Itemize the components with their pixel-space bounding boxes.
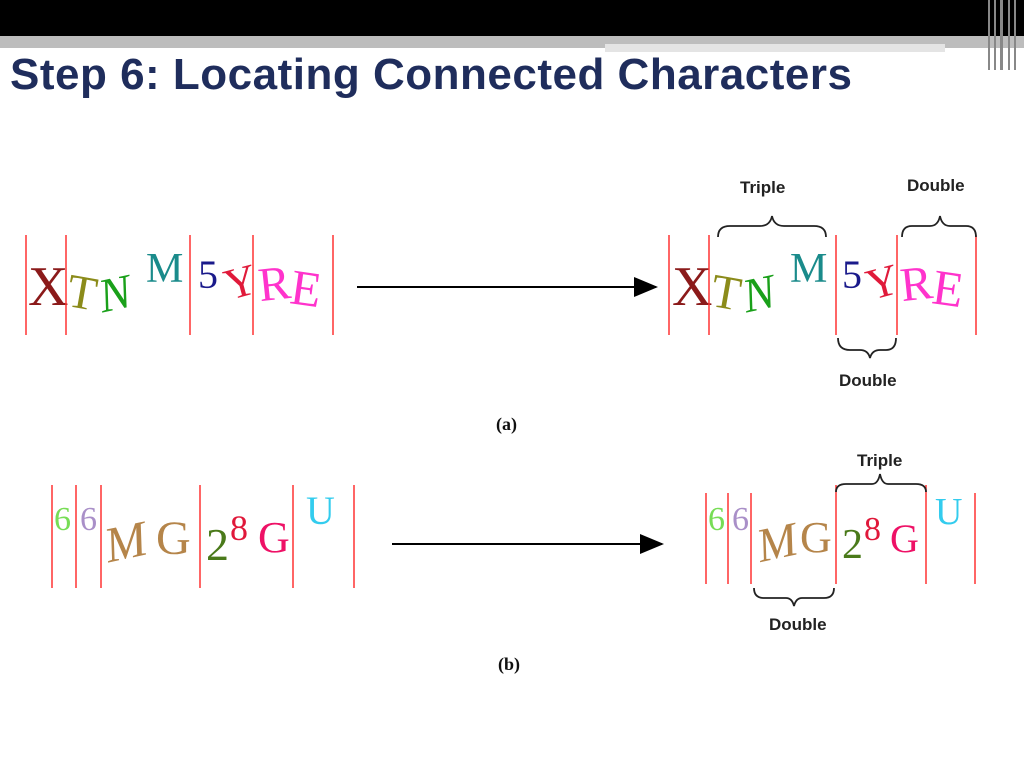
figure-b: 6 6 M G 2 8 G U 6 6 M G 2 8 G	[51, 451, 976, 675]
caption-a: (a)	[496, 414, 517, 435]
brace-double-top-a	[901, 215, 977, 238]
brace-triple-a	[717, 215, 827, 238]
captcha-b-segmented: 6 6 M G 2 8 G U Triple Double	[705, 451, 976, 634]
char-b7-seg: G	[890, 516, 919, 561]
char-a4: M	[146, 246, 183, 292]
char-a8: E	[287, 258, 325, 318]
segmentation-figure: X T N M 5 Y R E X T N M 5 Y R	[0, 140, 1024, 700]
label-double-top-a: Double	[907, 176, 965, 195]
char-b2: 6	[80, 501, 97, 538]
label-triple-b: Triple	[857, 451, 902, 470]
char-b5-seg: 2	[842, 522, 863, 568]
char-b7: G	[258, 513, 290, 562]
captcha-a-original: X T N M 5 Y R E	[25, 235, 334, 335]
char-b1: 6	[54, 501, 71, 538]
label-double-bottom-a: Double	[839, 371, 897, 390]
brace-double-bottom-a	[837, 337, 897, 359]
caption-b: (b)	[498, 654, 520, 675]
char-b4: G	[156, 512, 191, 565]
dividers-a-segmented	[668, 235, 977, 335]
char-b8: U	[306, 488, 335, 533]
captcha-a-segmented: X T N M 5 Y R E Triple Double Double	[668, 176, 977, 390]
char-a1-seg: X	[672, 256, 712, 318]
char-a3: N	[93, 264, 139, 323]
char-b8-seg: U	[935, 491, 962, 533]
char-b2-seg: 6	[732, 501, 749, 538]
char-a5-seg: 5	[842, 252, 862, 297]
header-accent-strip	[605, 44, 945, 52]
char-b6-seg: 8	[864, 511, 881, 548]
slide-title: Step 6: Locating Connected Characters	[10, 50, 853, 99]
char-b3-seg: M	[751, 512, 805, 573]
header-bar	[0, 0, 1024, 36]
dividers-b-original	[51, 485, 355, 588]
brace-triple-b	[835, 473, 927, 493]
char-a1: X	[28, 256, 68, 318]
char-b6: 8	[230, 508, 248, 548]
corner-decoration	[984, 0, 1024, 70]
char-b5: 2	[206, 519, 229, 570]
label-double-b: Double	[769, 615, 827, 634]
label-triple-a: Triple	[740, 178, 785, 197]
char-b1-seg: 6	[708, 501, 725, 538]
char-b4-seg: G	[800, 513, 832, 562]
brace-double-b	[753, 587, 835, 607]
char-a8-seg: E	[929, 258, 967, 318]
dividers-b-segmented	[705, 485, 976, 584]
figure-canvas: X T N M 5 Y R E X T N M 5 Y R	[25, 176, 977, 675]
captcha-b-original: 6 6 M G 2 8 G U	[51, 485, 355, 588]
char-a7: R	[256, 256, 293, 312]
char-a7-seg: R	[898, 256, 935, 312]
char-a3-seg: N	[737, 264, 783, 323]
dividers-a-original	[25, 235, 334, 335]
char-a5: 5	[198, 252, 218, 297]
char-b3: M	[98, 509, 154, 573]
char-a4-seg: M	[790, 246, 827, 292]
figure-a: X T N M 5 Y R E X T N M 5 Y R	[25, 176, 977, 435]
